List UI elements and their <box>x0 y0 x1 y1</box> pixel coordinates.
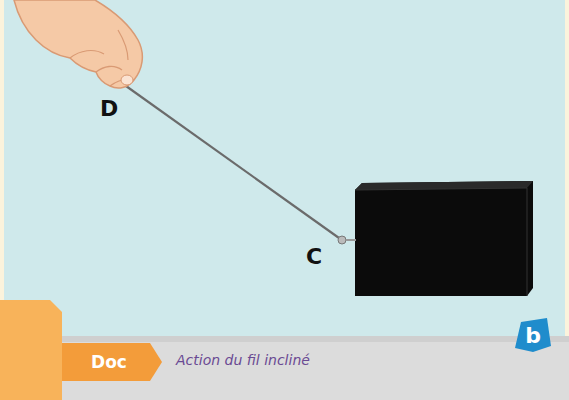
badge: b <box>515 318 551 352</box>
badge-letter: b <box>525 323 541 348</box>
point-label: D <box>100 96 118 121</box>
tab-text: Doc <box>91 352 127 372</box>
caption: Action du fil incliné <box>176 352 310 368</box>
black-box <box>355 181 533 296</box>
string <box>126 86 339 238</box>
doc-tab: Doc <box>62 343 162 381</box>
hook <box>346 239 356 241</box>
band-shadow <box>0 336 569 342</box>
box-top <box>355 181 533 190</box>
box-edge <box>527 188 528 296</box>
orange-corner <box>0 300 62 400</box>
hand <box>14 0 142 88</box>
bottom-band <box>0 336 569 400</box>
point-label: C <box>306 244 322 269</box>
box-edge <box>355 188 527 190</box>
hook <box>338 236 346 244</box>
background <box>4 0 565 340</box>
